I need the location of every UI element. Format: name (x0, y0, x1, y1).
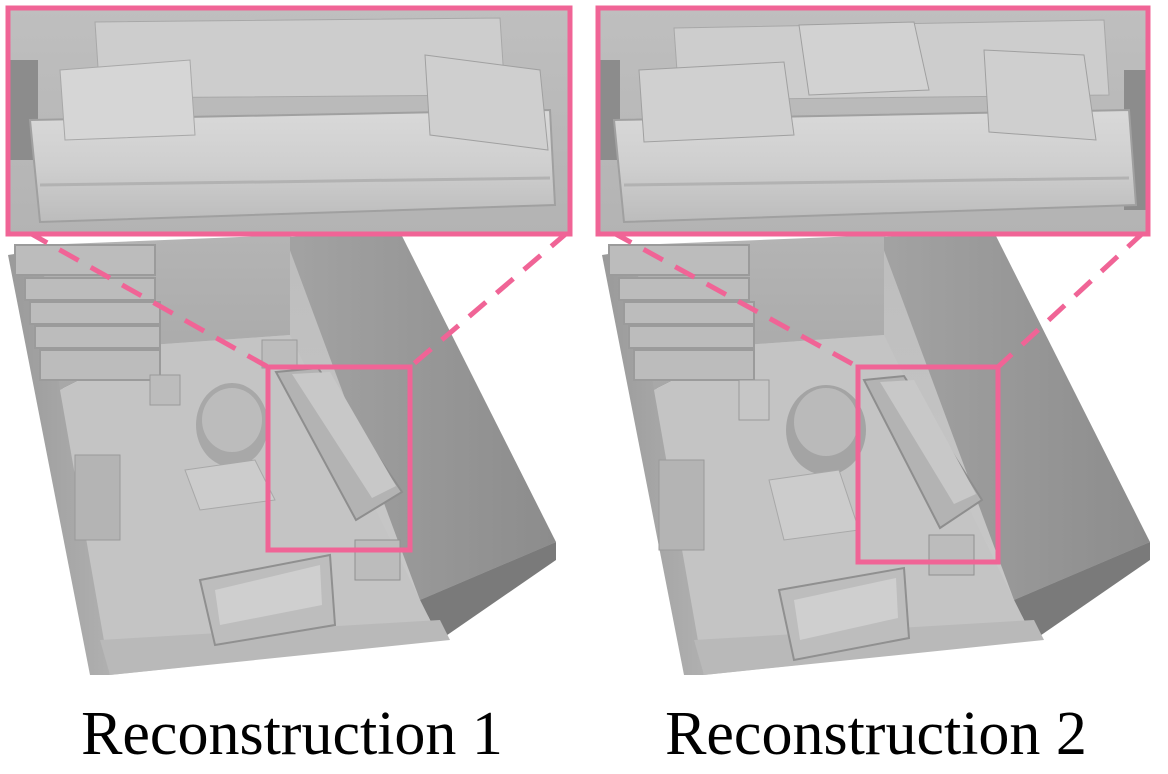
reconstruction-1-caption: Reconstruction 1 (81, 700, 503, 768)
zoom-connector-lines (610, 229, 1146, 370)
zoom-box (855, 364, 1001, 565)
furniture-mesh (74, 339, 404, 647)
reconstruction-2-render (595, 5, 1151, 675)
reconstruction-2-panel: Reconstruction 2 (584, 0, 1168, 774)
bookshelf-mesh (608, 244, 755, 381)
bookshelf-mesh (14, 244, 161, 381)
reconstruction-1-panel: Reconstruction 1 (5, 5, 573, 768)
zoom-box (265, 364, 413, 553)
zoom-inset (5, 5, 573, 237)
zoom-inset (595, 5, 1151, 237)
furniture-mesh (658, 374, 984, 662)
reconstruction-1-render (5, 5, 573, 675)
zoom-connector-lines (26, 229, 570, 370)
reconstruction-2-caption: Reconstruction 2 (665, 700, 1087, 768)
